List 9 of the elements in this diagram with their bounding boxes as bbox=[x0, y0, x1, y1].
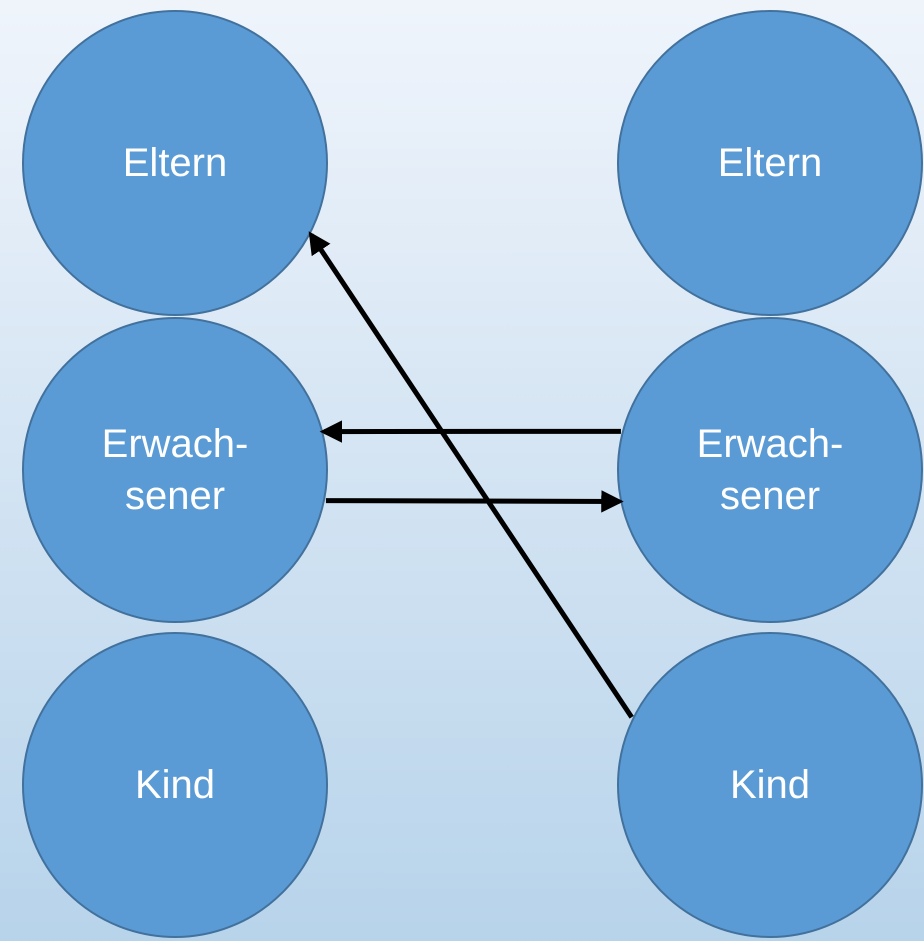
arrow bbox=[326, 490, 624, 513]
node-label: Kind bbox=[728, 762, 812, 809]
node-label: Erwach- sener bbox=[100, 421, 250, 520]
node-label: Eltern bbox=[122, 140, 228, 187]
arrow bbox=[320, 420, 621, 443]
node-label: Erwach- sener bbox=[696, 421, 844, 520]
node-label: Kind bbox=[134, 762, 216, 809]
arrow bbox=[308, 231, 634, 719]
node-label: Eltern bbox=[716, 140, 824, 187]
